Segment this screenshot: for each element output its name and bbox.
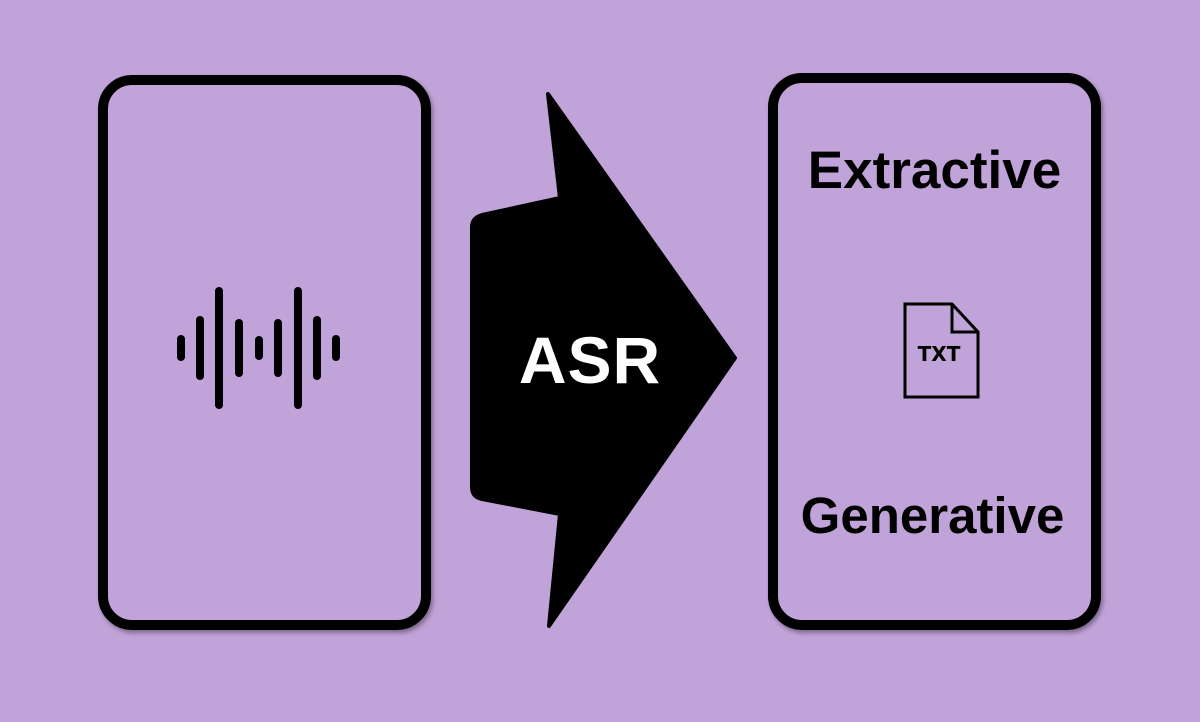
waveform-bar xyxy=(294,287,302,409)
waveform-bar xyxy=(215,287,223,409)
asr-label: ASR xyxy=(518,323,662,397)
file-outline xyxy=(903,302,980,399)
waveform-bar xyxy=(313,316,321,380)
arrow-shape xyxy=(470,92,737,628)
waveform-bar xyxy=(255,336,263,360)
audio-input-panel xyxy=(98,75,431,630)
waveform-bar xyxy=(274,319,282,377)
waveform-bar xyxy=(196,316,204,380)
txt-file-label: TXT xyxy=(917,342,961,366)
waveform-bar xyxy=(332,335,340,361)
waveform-bar xyxy=(177,335,185,361)
txt-file-icon: TXT xyxy=(902,302,982,400)
generative-label: Generative xyxy=(800,487,1065,544)
extractive-label: Extractive xyxy=(807,141,1062,200)
waveform-bar xyxy=(235,319,243,377)
text-output-panel xyxy=(768,73,1101,630)
